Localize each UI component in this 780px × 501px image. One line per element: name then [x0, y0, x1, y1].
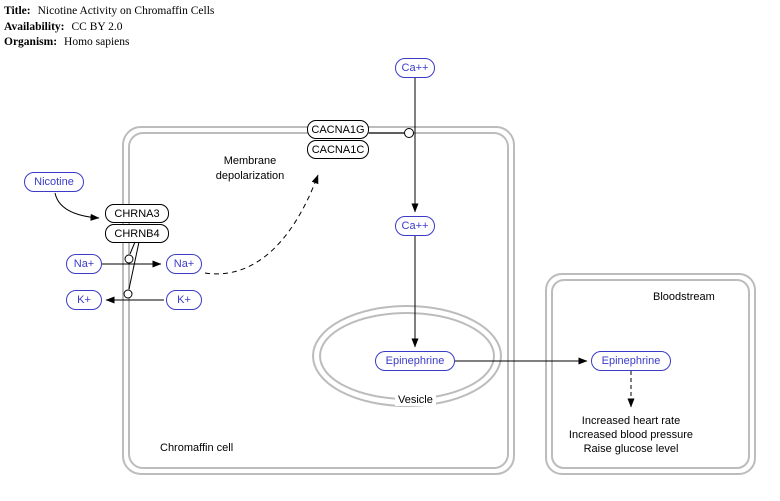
gene-chrna3[interactable]: CHRNA3: [105, 204, 169, 223]
node-epinephrine-bloodstream[interactable]: Epinephrine: [591, 351, 671, 371]
gene-chrnb4[interactable]: CHRNB4: [105, 224, 169, 243]
title-value: Nicotine Activity on Chromaffin Cells: [37, 5, 215, 17]
label-bloodstream: Bloodstream: [653, 291, 715, 303]
pathway-header: Title: Nicotine Activity on Chromaffin Ce…: [4, 4, 214, 51]
label-chromaffin-cell: Chromaffin cell: [160, 442, 234, 454]
availability-label: Availability:: [4, 20, 65, 33]
edge-receptor-catalysis-na: [129, 241, 136, 255]
arrow-depolarization-activates-channel: [204, 174, 319, 275]
node-potassium-in[interactable]: K+: [166, 290, 202, 310]
node-sodium-in[interactable]: Na+: [166, 254, 202, 274]
bloodstream-border-outer: [545, 273, 756, 475]
catalysis-circle-cacna: [404, 128, 414, 138]
catalysis-circle-sodium: [124, 254, 134, 264]
node-nicotine[interactable]: Nicotine: [24, 172, 84, 192]
label-membrane-depolarization: Membrane depolarization: [215, 155, 285, 182]
organism-label: Organism:: [4, 36, 58, 48]
arrow-nicotine-to-receptor: [54, 192, 100, 221]
node-potassium-out[interactable]: K+: [66, 290, 102, 310]
gene-cacna1c[interactable]: CACNA1C: [307, 140, 369, 159]
title-label: Title:: [4, 5, 31, 17]
catalysis-circle-potassium: [123, 289, 133, 299]
availability-value: CC BY 2.0: [71, 20, 123, 33]
gene-cacna1g[interactable]: CACNA1G: [307, 120, 369, 139]
header-availability-line: Availability: CC BY 2.0: [4, 20, 214, 36]
node-calcium-intracellular[interactable]: Ca++: [395, 216, 435, 236]
bloodstream-border-inner: [551, 279, 750, 469]
header-title-line: Title: Nicotine Activity on Chromaffin Ce…: [4, 4, 214, 20]
header-organism-line: Organism: Homo sapiens: [4, 35, 214, 51]
node-sodium-out[interactable]: Na+: [66, 254, 102, 274]
node-epinephrine-vesicle[interactable]: Epinephrine: [375, 351, 455, 371]
organism-value: Homo sapiens: [64, 36, 130, 48]
vesicle-membrane-outer: [312, 305, 502, 407]
label-vesicle: Vesicle: [395, 394, 436, 406]
edge-receptor-catalysis-k: [128, 241, 140, 290]
label-epinephrine-effects: Increased heart rate Increased blood pre…: [568, 415, 694, 455]
node-calcium-extracellular[interactable]: Ca++: [395, 58, 435, 78]
